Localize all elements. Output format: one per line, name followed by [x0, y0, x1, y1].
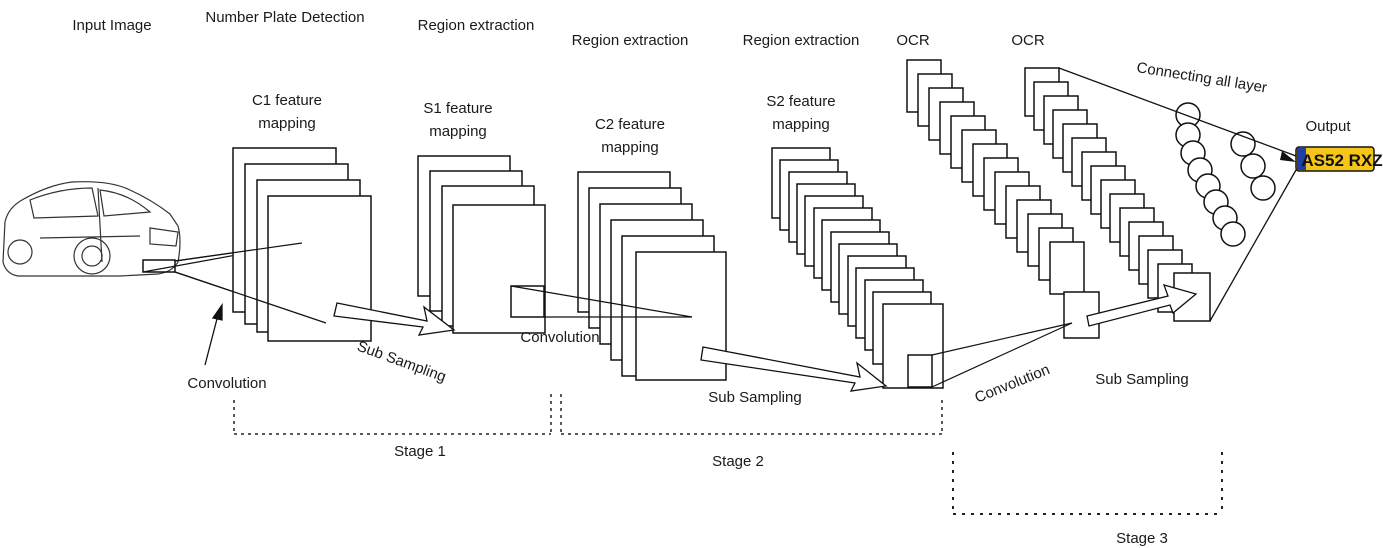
output-arrowhead: [1280, 151, 1296, 162]
label-sub-sampling-2: Sub Sampling: [708, 389, 801, 406]
stage-1-bracket: [233, 394, 552, 435]
label-output: Output: [1305, 118, 1351, 135]
fc-connection-lines: [1058, 67, 1297, 322]
label-convolution-3: Convolution: [972, 361, 1052, 406]
hollow-arrow-ocr-to-ocr: [1086, 284, 1198, 327]
plate-background: [1295, 146, 1375, 172]
plate-text: AS52 RXZ: [1301, 151, 1382, 170]
c1-feature-maps: [232, 147, 372, 342]
stage-3-bracket: [952, 452, 1223, 515]
plate-eu-band: [1297, 148, 1306, 170]
projection-s2-to-ocr: [931, 322, 1073, 388]
label-s1-line2: mapping: [429, 123, 487, 140]
label-convolution-2: Convolution: [520, 329, 599, 346]
label-stage-2: Stage 2: [712, 453, 764, 470]
label-region-extraction-1: Region extraction: [418, 17, 535, 34]
convolution-pointer-arrow: [204, 302, 223, 366]
output-number-plate: AS52 RXZ: [1295, 146, 1383, 172]
label-sub-sampling-3: Sub Sampling: [1095, 371, 1188, 388]
ocr-feature-maps-1: [906, 59, 1100, 339]
label-sub-sampling-1: Sub Sampling: [355, 338, 449, 386]
label-s2-line1: S2 feature: [766, 93, 835, 110]
label-connecting-all-layer: Connecting all layer: [1135, 59, 1268, 96]
label-s1-line1: S1 feature: [423, 100, 492, 117]
label-ocr-2: OCR: [1011, 32, 1045, 49]
label-convolution-1: Convolution: [187, 375, 266, 392]
label-stage-3: Stage 3: [1116, 530, 1168, 547]
s1-feature-maps: [417, 155, 546, 334]
label-c1-line1: C1 feature: [252, 92, 322, 109]
c2-feature-maps: [577, 171, 727, 381]
s2-receptive-region: [907, 354, 933, 388]
label-s2-line2: mapping: [772, 116, 830, 133]
label-c1-line2: mapping: [258, 115, 316, 132]
stage-2-bracket: [560, 394, 943, 435]
hollow-arrow-c1-to-s1: [333, 302, 456, 336]
fully-connected-neurons: [1175, 102, 1276, 247]
label-region-extraction-2: Region extraction: [572, 32, 689, 49]
label-region-extraction-3: Region extraction: [743, 32, 860, 49]
label-number-plate-detection: Number Plate Detection: [205, 9, 364, 26]
ocr-feature-maps-2: [1024, 67, 1211, 322]
label-ocr-1: OCR: [896, 32, 930, 49]
hollow-arrow-c2-to-s2: [700, 346, 888, 392]
label-c2-line2: mapping: [601, 139, 659, 156]
c1-projection-lines: [174, 242, 327, 324]
label-stage-1: Stage 1: [394, 443, 446, 460]
label-input-image: Input Image: [72, 17, 151, 34]
car-illustration: [2, 181, 181, 277]
projection-s1-to-c2: [510, 285, 693, 318]
s2-feature-maps: [771, 147, 944, 389]
label-c2-line1: C2 feature: [595, 116, 665, 133]
